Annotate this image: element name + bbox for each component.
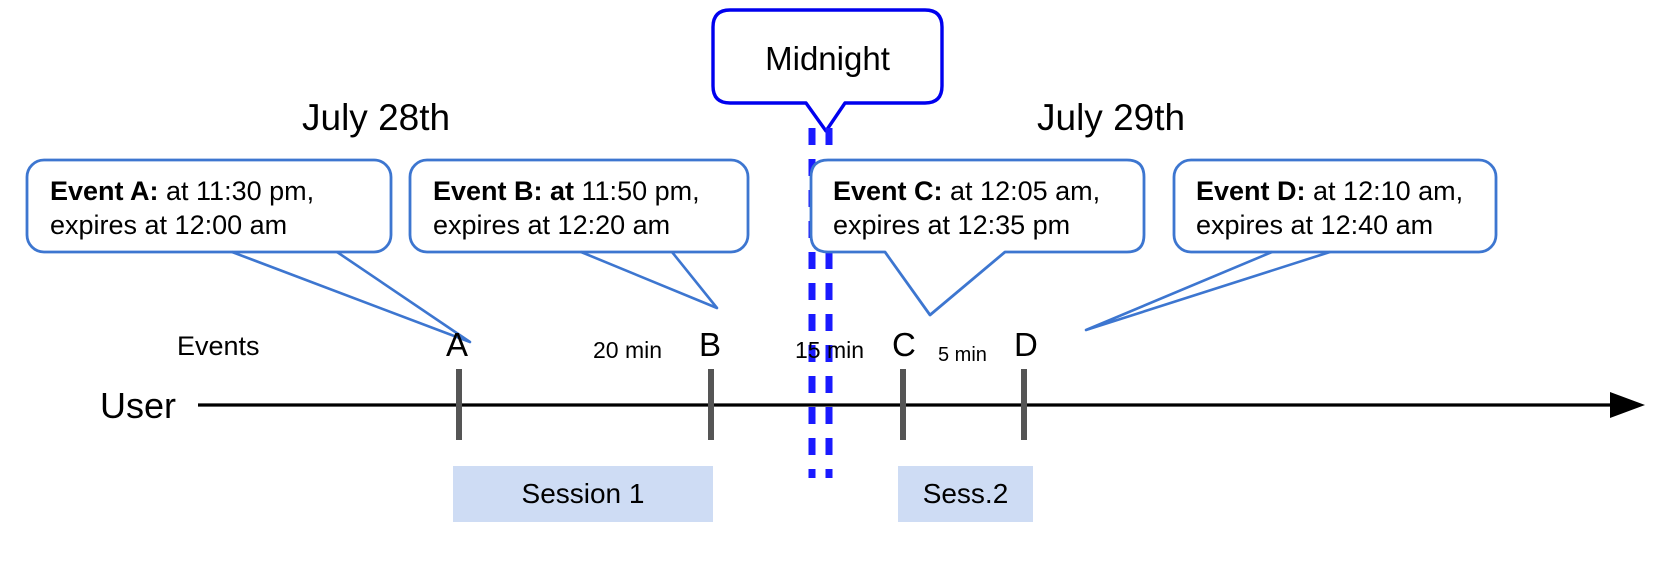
event-c-line-1: Event C: at 12:05 am,	[833, 174, 1100, 208]
event-d-callout-text: Event D: at 12:10 am, expires at 12:40 a…	[1196, 174, 1463, 242]
event-c-callout-text: Event C: at 12:05 am, expires at 12:35 p…	[833, 174, 1100, 242]
date-label-july-29: July 29th	[1037, 97, 1186, 138]
session-box-2: Sess.2	[898, 466, 1033, 522]
event-b-line-2: expires at 12:20 am	[433, 210, 671, 240]
date-label-july-28: July 28th	[302, 97, 451, 138]
timeline-ticks	[456, 369, 1027, 440]
event-a-line-2: expires at 12:00 am	[50, 210, 288, 240]
row-label-user: User	[100, 385, 177, 426]
tick-label-d: D	[1014, 326, 1038, 363]
event-a-line-1: Event A: at 11:30 pm,	[50, 174, 314, 208]
event-d-line-1: Event D: at 12:10 am,	[1196, 174, 1463, 208]
event-b-lead: Event B: at	[433, 176, 575, 206]
event-a-callout-text: Event A: at 11:30 pm, expires at 12:00 a…	[50, 174, 314, 242]
event-d-lead: Event D:	[1196, 176, 1306, 206]
tick-label-a: A	[446, 326, 469, 363]
event-b-callout-text: Event B: at 11:50 pm, expires at 12:20 a…	[433, 174, 700, 242]
midnight-dashed-lines	[808, 128, 833, 478]
event-b-line-1: Event B: at 11:50 pm,	[433, 174, 700, 208]
midnight-label: Midnight	[765, 40, 890, 77]
tick-label-c: C	[892, 326, 916, 363]
event-b-line-1-rest: 11:50 pm,	[574, 176, 700, 206]
event-d-line-2: expires at 12:40 am	[1196, 210, 1434, 240]
timeline-axis	[198, 392, 1645, 418]
session-1-label: Session 1	[521, 478, 645, 509]
event-a-line-1-rest: at 11:30 pm,	[158, 176, 315, 206]
session-box-1: Session 1	[453, 466, 713, 522]
row-label-events: Events	[177, 331, 260, 361]
event-c-lead: Event C:	[833, 176, 943, 206]
gap-label-c-d: 5 min	[938, 344, 987, 366]
gap-label-b-c: 15 min	[795, 337, 865, 363]
event-d-line-1-rest: at 12:10 am,	[1305, 176, 1464, 206]
session-2-label: Sess.2	[922, 478, 1009, 509]
event-c-line-1-rest: at 12:05 am,	[942, 176, 1101, 206]
tick-label-b: B	[699, 326, 722, 363]
event-a-lead: Event A:	[50, 176, 159, 206]
event-c-line-2: expires at 12:35 pm	[833, 210, 1071, 240]
gap-label-a-b: 20 min	[593, 337, 663, 363]
